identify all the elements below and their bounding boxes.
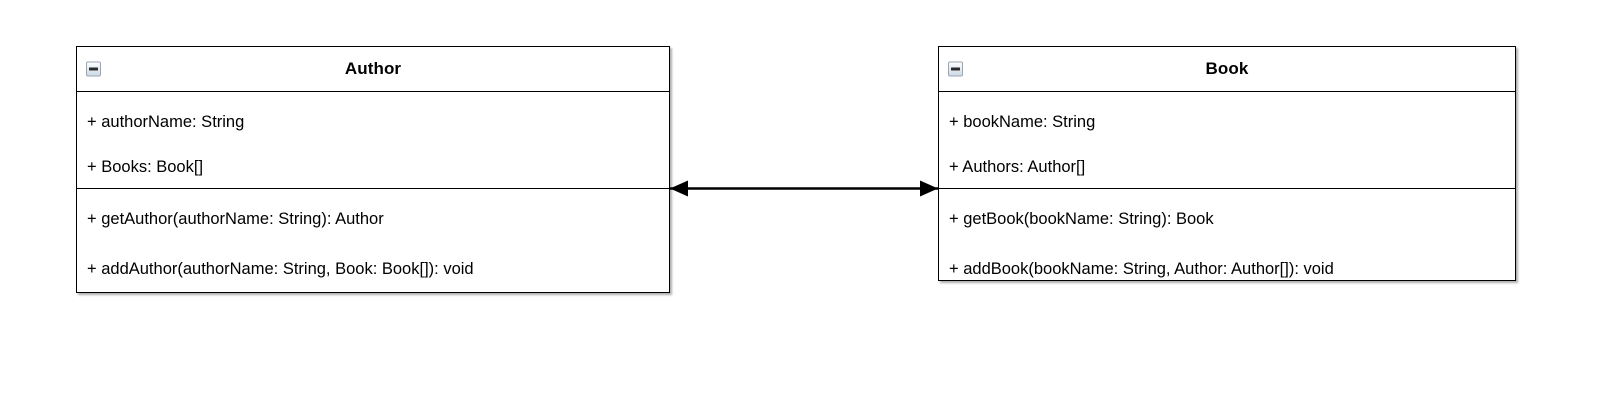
uml-class-book[interactable]: Book + bookName: String + Authors: Autho… — [938, 46, 1516, 281]
attribute-row: + Books: Book[] — [87, 157, 204, 176]
methods-compartment-book: + getBook(bookName: String): Book + addB… — [939, 189, 1515, 277]
attribute-row: + authorName: String — [87, 113, 245, 131]
method-row: + addBook(bookName: String, Author: Auth… — [949, 259, 1334, 278]
arrowhead-right-icon — [920, 180, 938, 197]
methods-compartment-author: + getAuthor(authorName: String): Author … — [77, 189, 669, 277]
attribute-row: + bookName: String — [949, 113, 1096, 131]
minus-icon[interactable] — [86, 61, 101, 77]
attributes-compartment-author: + authorName: String + Books: Book[] — [77, 92, 669, 189]
uml-class-author[interactable]: Author + authorName: String + Books: Boo… — [76, 46, 670, 293]
method-row: + getBook(bookName: String): Book — [949, 210, 1214, 228]
association-connector[interactable] — [660, 168, 950, 210]
method-row: + getAuthor(authorName: String): Author — [87, 210, 384, 228]
attributes-compartment-book: + bookName: String + Authors: Author[] — [939, 92, 1515, 189]
class-name-author: Author — [344, 59, 402, 78]
minus-icon[interactable] — [948, 61, 963, 77]
class-name-book: Book — [1205, 59, 1249, 78]
arrowhead-left-icon — [670, 180, 688, 197]
method-row: + addAuthor(authorName: String, Book: Bo… — [87, 259, 474, 278]
class-title-bar-book: Book — [939, 47, 1515, 92]
class-title-bar-author: Author — [77, 47, 669, 92]
attribute-row: + Authors: Author[] — [949, 157, 1086, 176]
